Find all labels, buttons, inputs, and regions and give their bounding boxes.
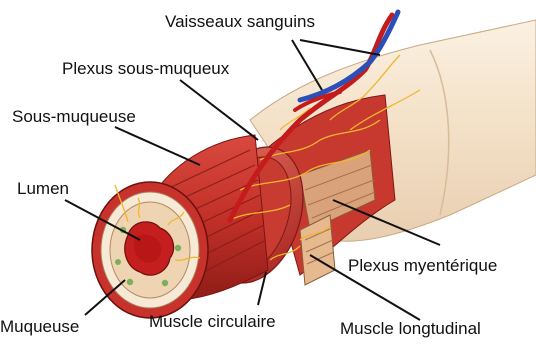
label-plexus-myenterique: Plexus myentérique <box>348 257 497 274</box>
label-muqueuse: Muqueuse <box>0 318 79 335</box>
leader-vaisseaux-1 <box>292 40 322 90</box>
label-vaisseaux-sanguins: Vaisseaux sanguins <box>165 13 315 30</box>
leader-vaisseaux-2 <box>300 40 380 55</box>
leader-sous-muqueuse <box>115 127 200 165</box>
leader-plexus-sous-muqueux <box>180 80 258 140</box>
label-muscle-circulaire: Muscle circulaire <box>149 313 276 330</box>
label-lumen: Lumen <box>17 180 69 197</box>
label-muscle-longitudinal: Muscle longtudinal <box>340 320 481 337</box>
cross-section-face <box>92 182 208 318</box>
label-plexus-sous-muqueux: Plexus sous-muqueux <box>62 60 229 77</box>
label-sous-muqueuse: Sous-muqueuse <box>12 108 136 125</box>
